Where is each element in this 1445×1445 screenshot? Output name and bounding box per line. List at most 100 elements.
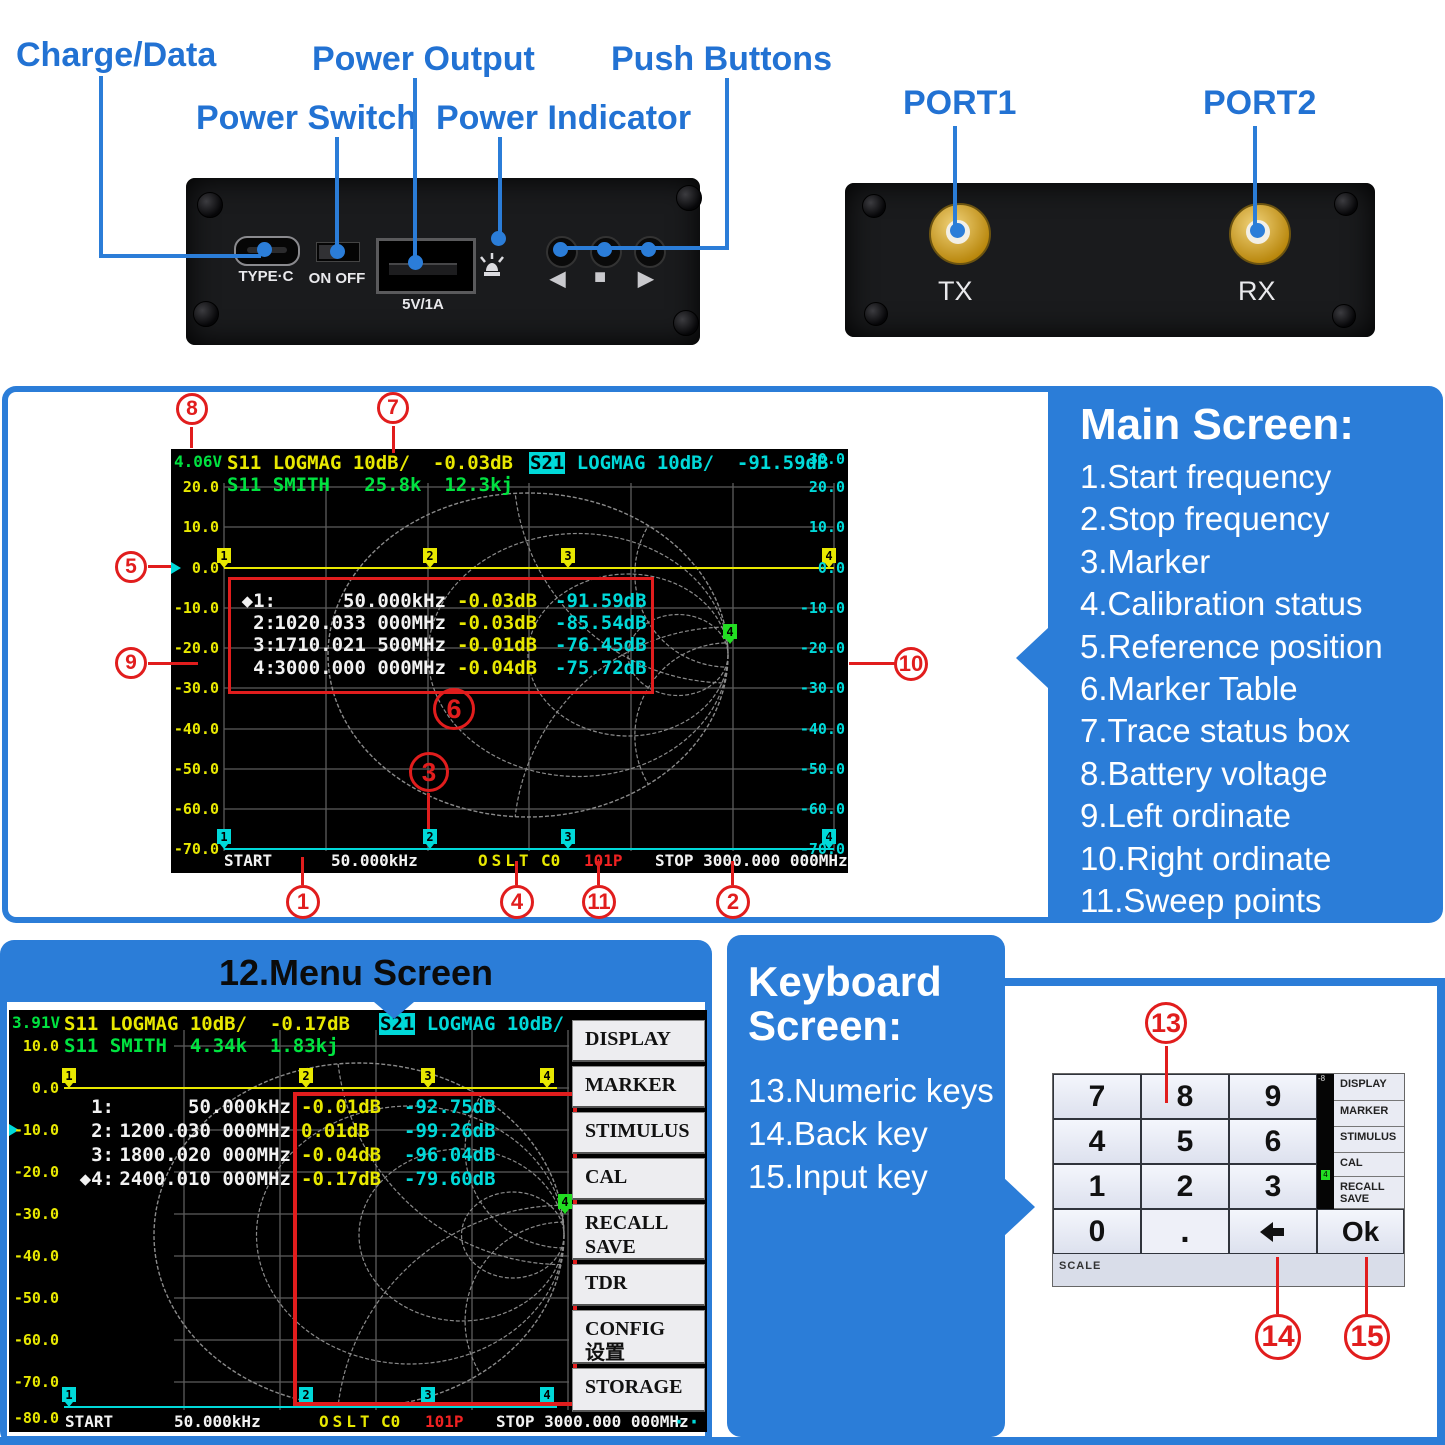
right-ordinate-label[interactable]: 0.0 bbox=[817, 559, 845, 577]
left-ordinate-label[interactable]: -40.0 bbox=[13, 1247, 59, 1265]
marker-row-freq[interactable]: 50.000kHz bbox=[343, 590, 446, 612]
right-ordinate-label[interactable]: -40.0 bbox=[799, 720, 845, 738]
marker-row-s21[interactable]: -96.04dB bbox=[404, 1144, 496, 1166]
annotation-line[interactable] bbox=[515, 861, 518, 885]
left-ordinate-label[interactable]: 0.0 bbox=[31, 1079, 59, 1097]
left-ordinate-label[interactable]: 10.0 bbox=[182, 518, 219, 536]
keyboard-legend-item[interactable]: 14.Back key bbox=[748, 1115, 928, 1152]
key-ok[interactable]: Ok bbox=[1317, 1209, 1404, 1254]
left-ordinate-label[interactable]: -40.0 bbox=[173, 720, 219, 738]
annotation-line[interactable] bbox=[190, 427, 193, 448]
right-ordinate-label[interactable]: -30.0 bbox=[799, 679, 845, 697]
left-ordinate-label[interactable]: -50.0 bbox=[173, 760, 219, 778]
marker-row-num[interactable]: ◆4: bbox=[79, 1168, 114, 1190]
annotation-circle-5[interactable]: 5 bbox=[115, 551, 147, 583]
key-5[interactable]: 5 bbox=[1141, 1119, 1229, 1164]
left-ordinate-label[interactable]: 20.0 bbox=[182, 478, 219, 496]
marker-row-freq[interactable]: 2400.010 000MHz bbox=[119, 1168, 291, 1190]
marker-table-highlight-box[interactable] bbox=[228, 577, 654, 694]
left-ordinate-label[interactable]: -20.0 bbox=[13, 1163, 59, 1181]
scale-label[interactable]: SCALE bbox=[1059, 1260, 1102, 1272]
marker-row-num[interactable]: 2: bbox=[253, 612, 276, 634]
legend-item[interactable]: 9.Left ordinate bbox=[1080, 797, 1291, 835]
annotation-circle-8[interactable]: 8 bbox=[176, 393, 208, 425]
battery-voltage[interactable]: 3.91V bbox=[12, 1013, 61, 1032]
marker-row-s11[interactable]: -0.01dB bbox=[301, 1096, 382, 1118]
left-ordinate-label[interactable]: -20.0 bbox=[173, 639, 219, 657]
annotation-circle-1[interactable]: 1 bbox=[286, 885, 320, 919]
marker-row-s11[interactable]: 0.01dB bbox=[301, 1120, 370, 1142]
side-menu-display[interactable]: DISPLAY bbox=[1334, 1074, 1404, 1101]
key-8[interactable]: 8 bbox=[1141, 1074, 1229, 1119]
annotation-line[interactable] bbox=[301, 857, 304, 885]
annotation-line[interactable] bbox=[597, 861, 600, 885]
left-ordinate-label[interactable]: -60.0 bbox=[13, 1331, 59, 1349]
annotation-circle-2[interactable]: 2 bbox=[716, 885, 750, 919]
annotation-circle-7[interactable]: 7 bbox=[377, 392, 409, 424]
marker-row-s21[interactable]: -99.26dB bbox=[404, 1120, 496, 1142]
trace-status-smith[interactable]: S11 SMITH 25.8k 12.3kj bbox=[227, 474, 513, 496]
trace-status-s11[interactable]: S11 LOGMAG 10dB/ -0.17dB bbox=[64, 1013, 350, 1035]
legend-item[interactable]: 1.Start frequency bbox=[1080, 458, 1332, 495]
left-ordinate-label[interactable]: -70.0 bbox=[173, 840, 219, 858]
annotation-circle-15[interactable]: 15 bbox=[1344, 1314, 1390, 1360]
left-ordinate-label[interactable]: 10.0 bbox=[22, 1037, 59, 1055]
left-ordinate-label[interactable]: -10.0 bbox=[13, 1121, 59, 1139]
green-marker-mini[interactable]: 4 bbox=[1321, 1170, 1330, 1180]
keyboard-legend-item[interactable]: 15.Input key bbox=[748, 1158, 928, 1195]
status-dots[interactable]: ···· bbox=[673, 1410, 707, 1432]
menu-button-cal[interactable]: CAL bbox=[572, 1158, 705, 1200]
status-sweep-points[interactable]: 101P bbox=[584, 851, 623, 870]
status-calibration2[interactable]: C0 bbox=[381, 1412, 401, 1431]
marker-row-freq[interactable]: 1020.033 000MHz bbox=[274, 612, 446, 634]
battery-voltage[interactable]: 4.06V bbox=[174, 452, 223, 471]
key-decimal-point[interactable]: . bbox=[1141, 1209, 1229, 1254]
key-4[interactable]: 4 bbox=[1053, 1119, 1141, 1164]
right-ordinate-label[interactable]: -70.0 bbox=[799, 840, 845, 858]
trace-status-s21[interactable]: S21 LOGMAG 10dB/ -91.59dB bbox=[529, 452, 829, 474]
marker-row-num[interactable]: 3: bbox=[91, 1144, 114, 1166]
trace-status-smith[interactable]: S11 SMITH 4.34k 1.83kj bbox=[64, 1035, 339, 1057]
left-ordinate-label[interactable]: -70.0 bbox=[13, 1373, 59, 1391]
left-ordinate-label[interactable]: 0.0 bbox=[191, 559, 219, 577]
status-stop-frequency[interactable]: STOP 3000.000 000MHz bbox=[655, 851, 848, 870]
marker-row-num[interactable]: ◆1: bbox=[241, 590, 276, 612]
marker-row-s11[interactable]: -0.17dB bbox=[301, 1168, 382, 1190]
marker-row-s11[interactable]: -0.04dB bbox=[457, 657, 538, 679]
marker-row-s21[interactable]: -92.75dB bbox=[404, 1096, 496, 1118]
marker-row-s11[interactable]: -0.03dB bbox=[457, 590, 538, 612]
right-ordinate-label[interactable]: 10.0 bbox=[808, 518, 845, 536]
status-sweep-points[interactable]: 101P bbox=[425, 1412, 464, 1431]
status-start-frequency[interactable]: 50.000kHz bbox=[331, 851, 418, 870]
legend-item[interactable]: 5.Reference position bbox=[1080, 627, 1383, 665]
annotation-circle-4[interactable]: 4 bbox=[500, 885, 534, 919]
side-menu-marker[interactable]: MARKER bbox=[1334, 1101, 1404, 1127]
annotation-line[interactable] bbox=[731, 861, 734, 885]
annotation-circle-9[interactable]: 9 bbox=[115, 647, 147, 679]
legend-item[interactable]: 10.Right ordinate bbox=[1080, 839, 1332, 877]
marker-row-freq[interactable]: 1200.030 000MHz bbox=[119, 1120, 291, 1142]
legend-item[interactable]: 3.Marker bbox=[1080, 542, 1211, 580]
marker-row-freq[interactable]: 3000.000 000MHz bbox=[274, 657, 446, 679]
status-calibration[interactable]: OSLT bbox=[478, 851, 533, 870]
marker-row-s21[interactable]: -75.72dB bbox=[555, 657, 647, 679]
status-start-frequency[interactable]: 50.000kHz bbox=[174, 1412, 261, 1431]
marker-row-s21[interactable]: -91.59dB bbox=[555, 590, 647, 612]
status-start-label[interactable]: START bbox=[65, 1412, 114, 1431]
menu-button-tdr[interactable]: TDR bbox=[572, 1264, 705, 1306]
legend-item[interactable]: 2.Stop frequency bbox=[1080, 500, 1330, 538]
status-calibration[interactable]: OSLT bbox=[319, 1412, 374, 1431]
key-6[interactable]: 6 bbox=[1229, 1119, 1317, 1164]
left-ordinate-label[interactable]: -60.0 bbox=[173, 800, 219, 818]
marker-row-s21[interactable]: -79.60dB bbox=[404, 1168, 496, 1190]
annotation-line[interactable] bbox=[392, 426, 395, 453]
annotation-line[interactable] bbox=[1276, 1257, 1279, 1314]
left-ordinate-label[interactable]: -50.0 bbox=[13, 1289, 59, 1307]
status-start-label[interactable]: START bbox=[224, 851, 273, 870]
side-menu-recall[interactable]: RECALL SAVE bbox=[1334, 1177, 1404, 1209]
annotation-line[interactable] bbox=[849, 662, 895, 665]
right-ordinate-label[interactable]: 30.0 bbox=[808, 450, 845, 468]
status-calibration2[interactable]: C0 bbox=[541, 851, 561, 870]
